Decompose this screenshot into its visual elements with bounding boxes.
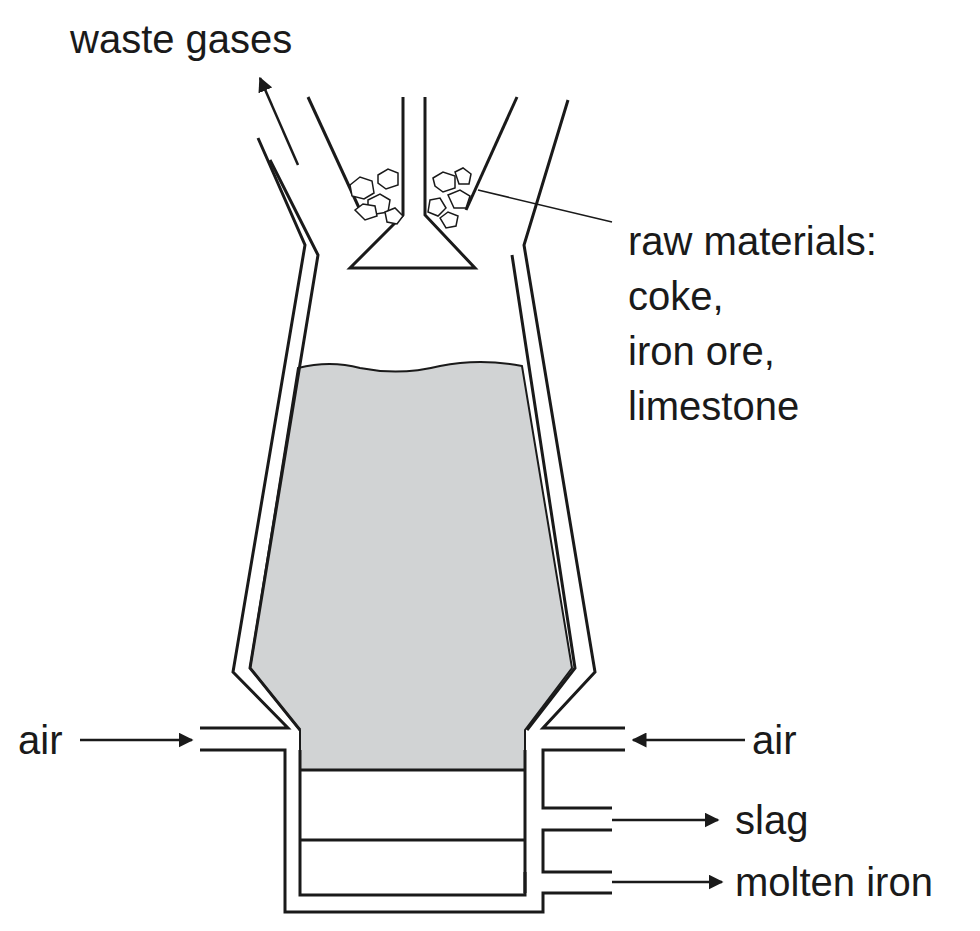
- outlet-label: slag: [735, 797, 808, 843]
- leader-line: [478, 190, 612, 222]
- inlet-label: air: [752, 717, 796, 763]
- furnace-walls: [200, 97, 625, 912]
- materials-label: iron ore,: [628, 328, 775, 374]
- materials-label: limestone: [628, 383, 799, 429]
- materials-label: coke,: [628, 273, 724, 319]
- furnace-charge: [250, 362, 572, 770]
- outlet-label: molten iron: [735, 859, 933, 905]
- inlet-label: air: [18, 717, 62, 763]
- materials-label: raw materials:: [628, 218, 877, 264]
- raw-material-lumps: [350, 168, 471, 228]
- outlet-label: waste gases: [70, 16, 292, 62]
- arrows: [80, 78, 745, 882]
